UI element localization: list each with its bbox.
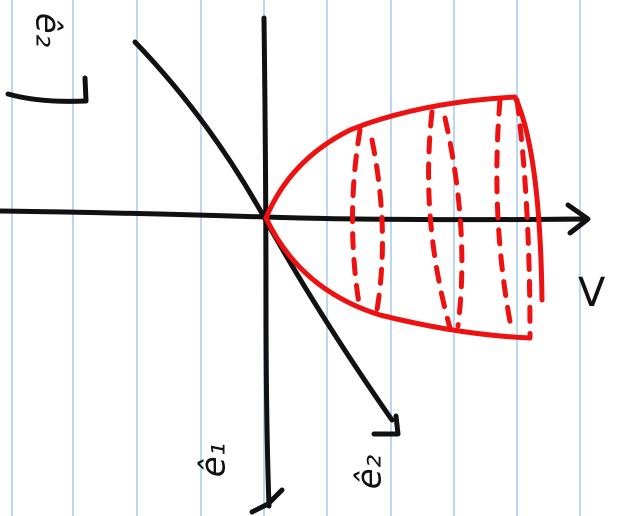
vertical-axis	[261, 15, 272, 509]
label-bottom-left: ê₁	[193, 442, 234, 478]
horizontal-axis-arrowhead	[565, 202, 591, 236]
cross-section	[369, 137, 385, 313]
cross-section	[442, 115, 465, 329]
label-right: V	[578, 270, 606, 316]
label-bottom-center: ê₂	[349, 454, 390, 490]
parabolic-surface	[263, 94, 545, 341]
cross-section	[494, 97, 515, 335]
axes	[0, 15, 591, 515]
surface-outline-upper	[263, 94, 545, 303]
label-top-left: ê₂	[27, 12, 68, 48]
cross-section	[514, 97, 533, 339]
surface-outline-lower	[263, 215, 533, 341]
cross-section-dashes	[350, 97, 533, 339]
diagonal-axis-arrowhead	[371, 413, 401, 437]
corner-bracket	[5, 75, 89, 104]
cross-section	[350, 127, 363, 313]
vertical-axis-arrowhead	[249, 487, 285, 515]
cross-section	[426, 109, 453, 331]
